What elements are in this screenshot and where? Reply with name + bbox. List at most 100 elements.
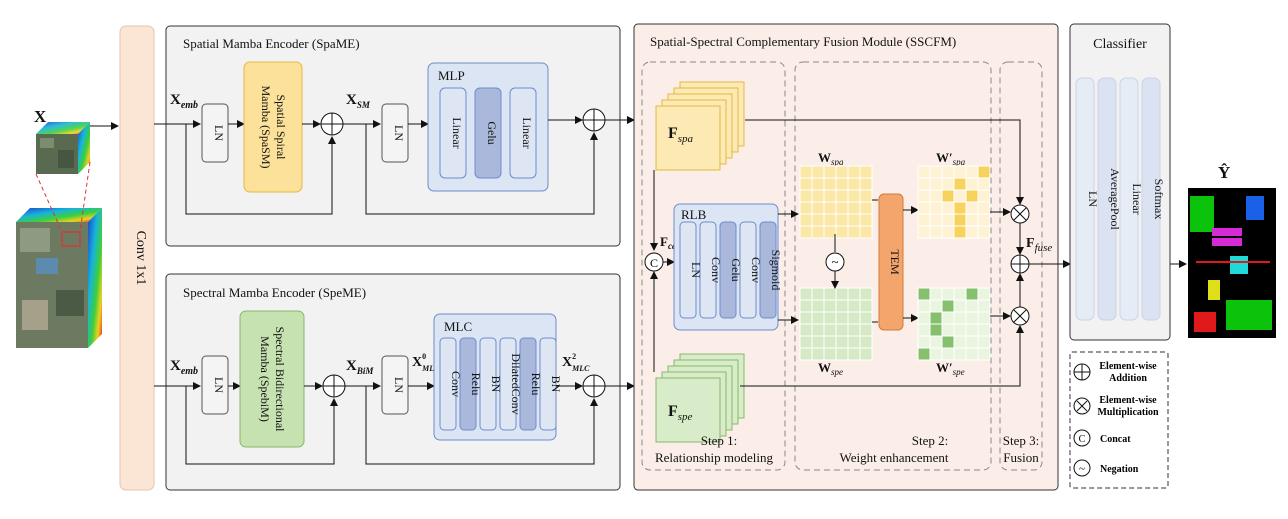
legend-negation-symbol: ~: [1079, 463, 1085, 475]
f-spa-sheet-0: [655, 105, 721, 171]
spame-x-emb-label: Xemb: [170, 92, 198, 111]
spame-skip-1: [185, 124, 336, 215]
spame-x-sm-label: XSM: [346, 92, 371, 110]
w-spe-cell-0-1: [811, 287, 825, 301]
classifier-layer-0-box: [1075, 77, 1095, 321]
w2-spa-cell-5-2: [941, 225, 955, 239]
spame-mlp-title: MLP: [438, 68, 465, 83]
speme-ln1-label: LN: [212, 377, 226, 393]
w2-spe-cell-5-4: [965, 347, 979, 361]
w2-spe-cell-4-4: [965, 335, 979, 349]
w-spa-cell-5-5: [859, 225, 873, 239]
spame-skip-2: [365, 124, 598, 215]
speme-skip-2: [365, 386, 598, 465]
w-spa-cell-3-1: [811, 201, 825, 215]
spame-panel: Spatial Mamba Encoder (SpaME) Xemb LN Sp…: [154, 25, 635, 247]
w2-spa-cell-2-0: [917, 189, 931, 203]
classifier-title: Classifier: [1093, 37, 1147, 52]
w2-spe-cell-2-1: [929, 311, 943, 325]
w-spe-cell-5-4: [847, 347, 861, 361]
legend-multiply-label-1: Element-wise: [1099, 395, 1157, 406]
mlc-layer-2-box: [479, 337, 497, 431]
w2-spe-cell-0-0: [917, 287, 931, 301]
w2-spa-cell-1-1: [929, 177, 943, 191]
speme-x-emb-label: Xemb: [170, 358, 198, 377]
speme-ln2-box: [381, 355, 409, 415]
w2-spe-cell-4-0: [917, 335, 931, 349]
speme-spebim-label: Spectral BidirectionalMamba (SpebiM): [258, 327, 287, 433]
w-spa-cell-5-1: [811, 225, 825, 239]
f-spa-label: Fspa: [668, 125, 694, 145]
w-spa-cell-1-5: [859, 177, 873, 191]
w-spa-cell-3-0: [799, 201, 813, 215]
w-spa-cell-1-1: [811, 177, 825, 191]
rlb-layer-3-box: [739, 221, 757, 319]
w2-spe-label: W′spe: [936, 360, 965, 377]
legend-negation-icon: [1073, 459, 1091, 477]
w-spa-cell-0-5: [859, 165, 873, 179]
output-section: Ŷ: [1188, 163, 1276, 338]
w2-spe-cell-0-5: [977, 287, 991, 301]
w-spa-cell-3-5: [859, 201, 873, 215]
w-spa-cell-3-2: [823, 201, 837, 215]
sscfm-panel: Spatial-Spectral Complementary Fusion Mo…: [633, 23, 1071, 491]
step3-label-2: Fusion: [1003, 450, 1039, 465]
w-spe-cell-5-0: [799, 347, 813, 361]
w-spe-cell-2-1: [811, 311, 825, 325]
w-spe-cell-3-5: [859, 323, 873, 337]
w-spa-grid: [799, 165, 873, 239]
mlp-linear-2-box: [509, 87, 537, 179]
w2-spa-cell-0-2: [941, 165, 955, 179]
w2-spe-cell-2-3: [953, 311, 967, 325]
step2-label-2: Weight enhancement: [839, 450, 948, 465]
w-spe-cell-1-2: [823, 299, 837, 313]
w-spa-cell-4-0: [799, 213, 813, 227]
spame-ln1-label: LN: [212, 125, 226, 141]
w-spa-cell-5-4: [847, 225, 861, 239]
w-spa-cell-1-4: [847, 177, 861, 191]
w-spa-cell-0-1: [811, 165, 825, 179]
w2-spa-cell-4-2: [941, 213, 955, 227]
w-spe-cell-0-3: [835, 287, 849, 301]
w2-spe-cell-0-1: [929, 287, 943, 301]
w2-spa-cell-0-3: [953, 165, 967, 179]
f-fuse-label: Ffuse: [1026, 236, 1052, 254]
w-spe-label: Wspe: [818, 360, 843, 377]
mlp-linear-1-box: [439, 87, 467, 179]
classifier-layer-3-box: [1141, 77, 1161, 321]
w2-spa-cell-1-2: [941, 177, 955, 191]
spame-ln1-box: [201, 103, 229, 163]
rlb-layer-4-label: Sigmoid: [769, 250, 783, 291]
w2-spa-cell-5-3: [953, 225, 967, 239]
mlp-linear-1-label: Linear: [450, 117, 464, 148]
legend-concat-label: Concat: [1100, 434, 1131, 445]
w-spe-cell-2-5: [859, 311, 873, 325]
input-section: X: [16, 107, 119, 348]
legend-add-label-2: Addition: [1109, 373, 1147, 384]
w-spa-cell-4-2: [823, 213, 837, 227]
w2-spe-cell-2-2: [941, 311, 955, 325]
w-spe-cell-1-1: [811, 299, 825, 313]
mlp-gelu-label: Gelu: [485, 121, 499, 144]
f-spe-label: Fspe: [668, 403, 693, 423]
tem-box: [878, 193, 904, 331]
w-spe-cell-0-2: [823, 287, 837, 301]
w2-spe-cell-1-2: [941, 299, 955, 313]
w2-spe-cell-5-3: [953, 347, 967, 361]
w2-spa-cell-5-4: [965, 225, 979, 239]
mlp-gelu-box: [474, 87, 502, 179]
w2-spe-cell-5-1: [929, 347, 943, 361]
speme-x-bim-label: XBiM: [346, 358, 374, 376]
line-fspe-to-mult: [740, 325, 1024, 387]
w2-spa-cell-3-0: [917, 201, 931, 215]
speme-ln1-box: [201, 355, 229, 415]
w2-spe-cell-4-1: [929, 335, 943, 349]
rlb-layer-0-box: [679, 221, 697, 319]
w2-spa-cell-0-0: [917, 165, 931, 179]
w-spe-cell-1-3: [835, 299, 849, 313]
f-spe-sheet-0: [655, 377, 721, 443]
w-spa-cell-2-3: [835, 189, 849, 203]
